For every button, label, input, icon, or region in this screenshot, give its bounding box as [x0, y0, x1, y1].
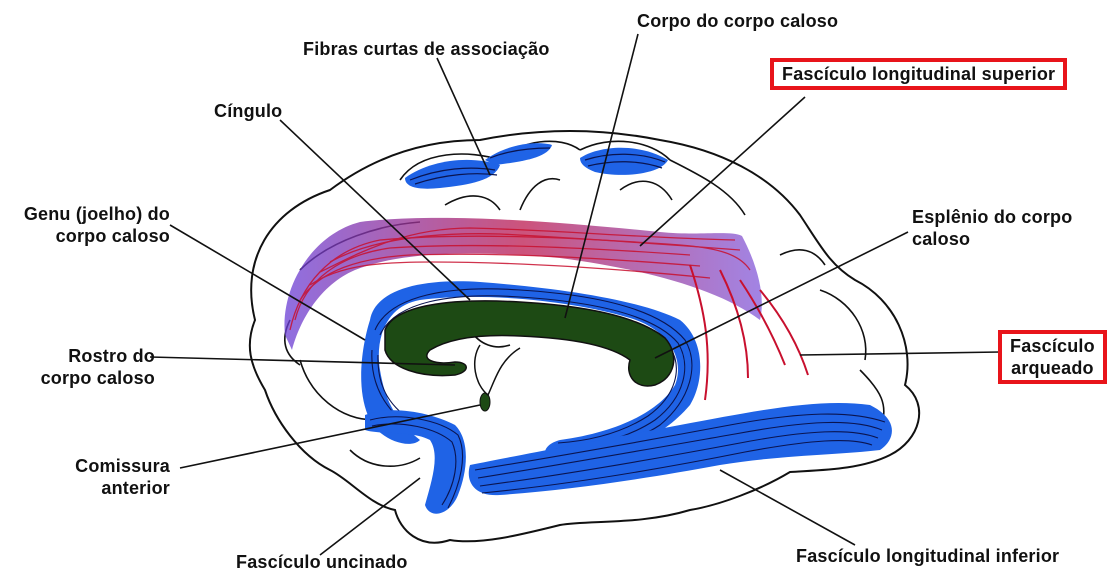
label-genu: Genu (joelho) do corpo caloso [10, 203, 170, 247]
label-fibras-curtas: Fibras curtas de associação [303, 38, 550, 60]
label-arqueado-line2: arqueado [1010, 357, 1095, 379]
label-rostro-line1: Rostro do [20, 345, 155, 367]
label-fasciculo-longitudinal-inferior: Fascículo longitudinal inferior [796, 545, 1059, 567]
label-comissura-anterior: Comissura anterior [40, 455, 170, 499]
label-comissura-line2: anterior [40, 477, 170, 499]
label-esplenio: Esplênio do corpo caloso [912, 206, 1072, 250]
label-arqueado-line1: Fascículo [1010, 335, 1095, 357]
label-genu-line1: Genu (joelho) do [10, 203, 170, 225]
label-comissura-line1: Comissura [40, 455, 170, 477]
label-esplenio-line1: Esplênio do corpo [912, 206, 1072, 228]
label-rostro-line2: corpo caloso [20, 367, 155, 389]
label-genu-line2: corpo caloso [10, 225, 170, 247]
label-fasciculo-arqueado: Fascículo arqueado [998, 330, 1107, 384]
label-cingulo: Cíngulo [214, 100, 282, 122]
label-fasciculo-longitudinal-superior: Fascículo longitudinal superior [770, 58, 1067, 90]
label-rostro: Rostro do corpo caloso [20, 345, 155, 389]
label-fasciculo-uncinado: Fascículo uncinado [236, 551, 408, 573]
label-esplenio-line2: caloso [912, 228, 1072, 250]
label-corpo-caloso: Corpo do corpo caloso [637, 10, 838, 32]
